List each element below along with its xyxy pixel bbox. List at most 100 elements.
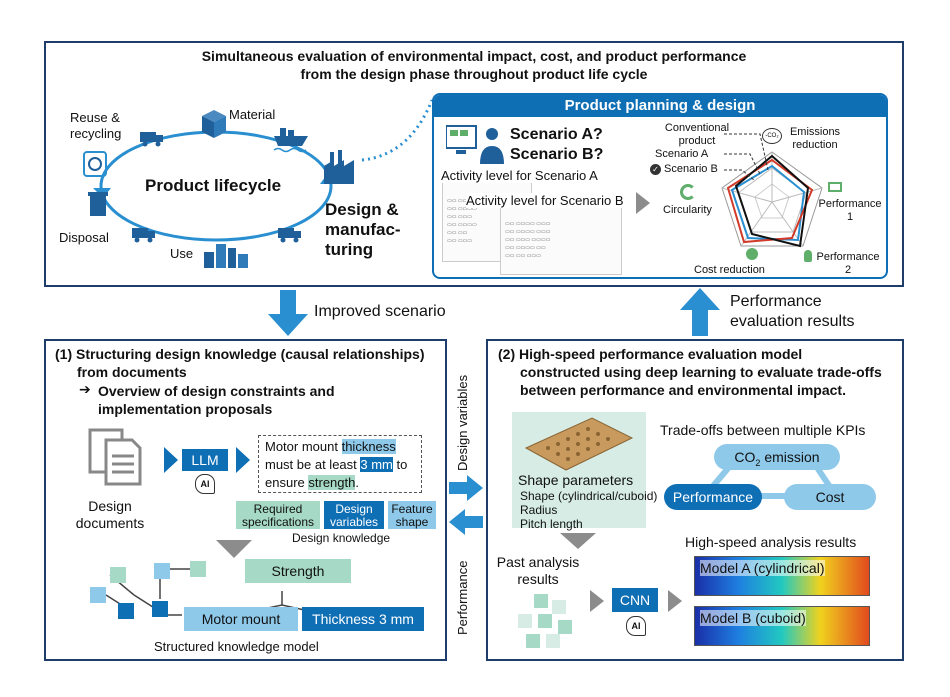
radar-label-performance2-line2: 2 xyxy=(844,264,852,276)
co2-subscript: 2 xyxy=(755,457,761,468)
truck-icon-top xyxy=(140,132,163,147)
truck-icon-bottom-left xyxy=(132,228,155,243)
radar-label-performance1-line1: Performance xyxy=(818,198,882,210)
reuse-label-line2: recycling xyxy=(70,126,122,141)
sentence-part3: to xyxy=(392,457,408,472)
activity-label-a: Activity level for Scenario A xyxy=(441,168,598,183)
radar-label-cost-reduction: Cost reduction xyxy=(694,264,765,276)
graph-node xyxy=(152,601,168,617)
reuse-label-line1: Reuse & xyxy=(70,110,120,125)
tag-required-specs: Required specifications xyxy=(236,501,320,529)
tag-variables-line1: Design xyxy=(335,502,373,516)
highlight-thickness: thickness xyxy=(341,439,396,454)
tag-feature-line1: Feature xyxy=(391,502,433,516)
city-icon xyxy=(204,244,248,268)
right-title-line1: (2) High-speed performance evaluation mo… xyxy=(498,346,803,362)
ai-head-icon: AI xyxy=(195,474,215,494)
documents-icon xyxy=(88,428,142,486)
performance-results-label-line1: Performance xyxy=(730,293,822,310)
planning-arrow xyxy=(636,192,650,214)
material-label: Material xyxy=(229,107,276,122)
highlight-strength: strength xyxy=(308,475,356,490)
graph-node xyxy=(154,563,170,579)
tag-required-line2: specifications xyxy=(241,515,315,529)
docs-to-llm-arrow xyxy=(164,447,178,473)
scenario-b-question: Scenario B? xyxy=(510,146,604,163)
sentence-part5: . xyxy=(355,475,359,490)
tag-feature-shape: Feature shape xyxy=(388,501,436,529)
shape-param-shape: Shape (cylindrical/cuboid) xyxy=(520,489,658,503)
tradeoff-cost-pill: Cost xyxy=(784,484,876,510)
right-title-line3: between performance and environmental im… xyxy=(520,382,846,398)
design-manufacturing-line2: manufac- xyxy=(325,220,401,239)
radar-label-emissions-line1: Emissions xyxy=(789,126,841,138)
structured-knowledge-caption: Structured knowledge model xyxy=(154,639,319,654)
improved-scenario-label: Improved scenario xyxy=(314,303,446,320)
top-title-line2: from the design phase throughout product… xyxy=(300,66,648,82)
llm-to-sentence-arrow xyxy=(236,447,250,473)
radar-grid-inner xyxy=(754,183,790,219)
truck-icon-bottom-right xyxy=(278,228,301,243)
recycle-icon xyxy=(83,151,107,177)
sentence-part4: ensure xyxy=(265,475,309,490)
knowledge-graph xyxy=(90,561,319,619)
model-b-label: Model B (cuboid) xyxy=(700,610,806,626)
radar-label-circularity: Circularity xyxy=(663,204,712,216)
shape-param-pitch: Pitch length xyxy=(520,517,583,531)
design-manufacturing-line3: turing xyxy=(325,240,374,259)
person-computer-icon xyxy=(446,125,504,164)
tag-feature-line2: shape xyxy=(395,515,429,529)
disposal-label: Disposal xyxy=(59,230,109,245)
radar-label-conventional-line1: Conventional xyxy=(664,122,730,134)
right-title-line2: constructed using deep learning to evalu… xyxy=(520,364,882,380)
sentence-part2: must be at least xyxy=(265,457,361,472)
model-a-label: Model A (cylindrical) xyxy=(700,560,825,576)
llm-box: LLM xyxy=(182,449,228,471)
use-label: Use xyxy=(170,246,194,261)
design-documents-line1: Design xyxy=(88,498,132,514)
cnn-ai-head-icon: AI xyxy=(626,616,646,636)
left-subtitle-line2: implementation proposals xyxy=(98,401,273,417)
activity-table-b: ▭▭ ▭▭▭▭ ▭▭▭▭▭ ▭▭▭▭ ▭▭▭▭▭ ▭▭▭ ▭▭▭▭▭▭ ▭▭▭▭… xyxy=(500,207,622,275)
radar-label-performance1-line2: 1 xyxy=(846,211,854,223)
radar-chart xyxy=(721,151,823,248)
shape-param-radius: Radius xyxy=(520,503,558,517)
radar-label-performance2-line1: Performance xyxy=(816,251,880,263)
trash-icon xyxy=(88,192,108,216)
performance-results-label-line2: evaluation results xyxy=(730,313,855,330)
highlight-3mm: 3 mm xyxy=(360,457,393,472)
graph-node xyxy=(118,603,134,619)
tradeoff-co2-pill: CO2 emission xyxy=(714,444,840,470)
battery-icon xyxy=(828,182,842,192)
sentence-box: Motor mount thickness must be at least 3… xyxy=(258,435,422,493)
radar-label-conventional-line2: product xyxy=(678,135,716,147)
improved-scenario-arrow xyxy=(268,290,308,336)
performance-feedback-arrow xyxy=(449,509,483,535)
factory-icon xyxy=(324,150,354,184)
design-knowledge-label: Design knowledge xyxy=(292,531,391,545)
radar-label-scenario-a: Scenario A xyxy=(655,148,709,160)
left-subtitle-line1: Overview of design constraints and xyxy=(98,383,335,399)
top-title-line1: Simultaneous evaluation of environmental… xyxy=(201,48,747,64)
radar-label-emissions-line2: reduction xyxy=(792,139,838,151)
shape-parameters-title: Shape parameters xyxy=(518,472,634,488)
co2-badge-icon: -CO₂ xyxy=(762,128,782,144)
material-box-icon xyxy=(202,110,226,138)
radar-leader-lines xyxy=(724,133,769,181)
activity-label-b: Activity level for Scenario B xyxy=(466,193,624,208)
performance-label: Performance xyxy=(455,560,470,635)
radar-label-scenario-b: Scenario B xyxy=(664,163,718,175)
sentence-part1: Motor mount xyxy=(265,439,342,454)
graph-node xyxy=(190,561,206,577)
graph-node xyxy=(110,567,126,583)
check-circle-icon: ✓ xyxy=(650,164,661,175)
performance-results-arrow xyxy=(680,288,720,336)
circularity-icon xyxy=(680,184,696,200)
design-variables-label: Design variables xyxy=(455,374,470,471)
shape-to-past-arrow xyxy=(560,533,596,549)
tag-required-line1: Required xyxy=(253,502,303,516)
design-variables-arrow xyxy=(449,475,483,501)
planning-header: Product planning & design xyxy=(434,95,886,117)
left-title-line1: (1) Structuring design knowledge (causal… xyxy=(55,346,425,362)
ship-icon xyxy=(273,128,308,153)
